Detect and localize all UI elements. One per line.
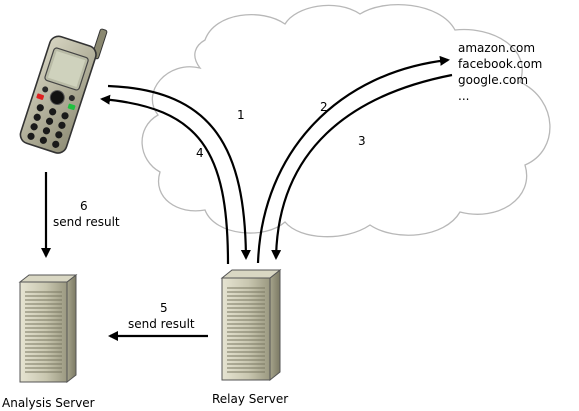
website-facebook: facebook.com — [458, 57, 542, 71]
relay-server-label: Relay Server — [212, 392, 288, 406]
arrow-step-4 — [100, 94, 230, 265]
step-6-text: send result — [53, 215, 120, 229]
mobile-phone-icon — [19, 28, 108, 154]
step-5-label: 5 — [160, 301, 168, 315]
website-list: amazon.com facebook.com google.com ... — [458, 41, 542, 103]
step-2-label: 2 — [320, 100, 328, 114]
arrow-step-2 — [256, 55, 450, 264]
step-1-label: 1 — [237, 108, 245, 122]
website-amazon: amazon.com — [458, 41, 535, 55]
step-6-label: 6 — [80, 199, 88, 213]
website-more: ... — [458, 89, 469, 103]
step-5-text: send result — [128, 317, 195, 331]
internet-cloud-icon — [141, 4, 551, 238]
analysis-server-label: Analysis Server — [2, 396, 95, 410]
arrow-step-1 — [107, 84, 251, 260]
flow-arrows — [41, 55, 453, 341]
analysis-server-icon — [18, 273, 78, 384]
arrow-step-3 — [271, 73, 453, 260]
website-google: google.com — [458, 73, 528, 87]
step-3-label: 3 — [358, 134, 366, 148]
relay-server-icon — [220, 268, 282, 382]
step-4-label: 4 — [196, 146, 204, 160]
